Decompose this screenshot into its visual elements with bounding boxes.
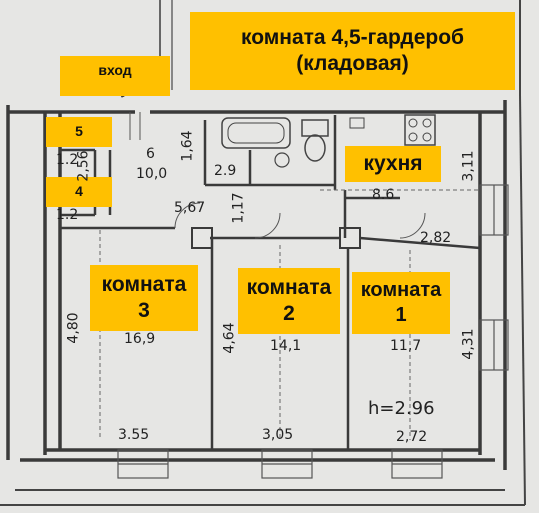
room-3-word: комната bbox=[101, 272, 187, 296]
wardrobe-label-line2: (кладовая) bbox=[296, 52, 409, 75]
kitchen-label-text: кухня bbox=[363, 151, 423, 175]
room-6-area: 10,0 bbox=[136, 166, 168, 182]
dim-3-55: 3.55 bbox=[118, 427, 150, 443]
wardrobe-label: комната 4,5-гардероб (кладовая) bbox=[190, 12, 515, 90]
mark-5-text: 5 bbox=[75, 123, 83, 140]
ceiling-height: h=2.96 bbox=[368, 398, 435, 419]
kitchen-label: кухня bbox=[345, 146, 441, 182]
kitchen-area: 8.6 bbox=[372, 187, 395, 203]
room-3-number: 3 bbox=[138, 299, 150, 322]
dim-4-80: 4,80 bbox=[65, 312, 82, 344]
mark-4-text: 4 bbox=[75, 183, 83, 200]
dim-4-31: 4,31 bbox=[460, 328, 477, 360]
room-1-label: комната 1 bbox=[352, 272, 450, 334]
room-3-area: 16,9 bbox=[124, 331, 156, 347]
dim-2-82: 2,82 bbox=[420, 230, 452, 246]
dim-3-11: 3,11 bbox=[460, 150, 477, 182]
dim-1-64: 1,64 bbox=[179, 130, 196, 162]
dim-4-64: 4,64 bbox=[221, 322, 238, 354]
room-6-number: 6 bbox=[146, 146, 155, 162]
entrance-label-text: вход bbox=[98, 62, 132, 78]
dim-2-72: 2,72 bbox=[396, 429, 428, 445]
room-1-word: комната bbox=[360, 279, 442, 301]
area-1-2-bottom: 1.2 bbox=[56, 207, 79, 223]
room-1-number: 1 bbox=[395, 304, 407, 326]
wardrobe-label-line1: комната 4,5-гардероб bbox=[240, 25, 465, 49]
mark-5-label: 5 bbox=[46, 117, 112, 147]
room-3-label: комната 3 bbox=[90, 265, 198, 331]
area-1-2-top: 1.2 bbox=[56, 152, 79, 168]
dim-1-17: 1,17 bbox=[230, 192, 247, 224]
room-2-number: 2 bbox=[283, 302, 295, 325]
entrance-label: вход bbox=[60, 56, 170, 96]
dim-3-05: 3,05 bbox=[262, 427, 294, 443]
room-2-area: 14,1 bbox=[270, 338, 302, 354]
room-2-word: комната bbox=[246, 275, 332, 299]
room-2-label: комната 2 bbox=[238, 268, 340, 334]
room-1-area: 11,7 bbox=[390, 338, 422, 354]
mark-4-label: 4 bbox=[46, 177, 112, 207]
dim-5-67: 5,67 bbox=[174, 200, 206, 216]
bathroom-area: 2.9 bbox=[214, 163, 237, 179]
